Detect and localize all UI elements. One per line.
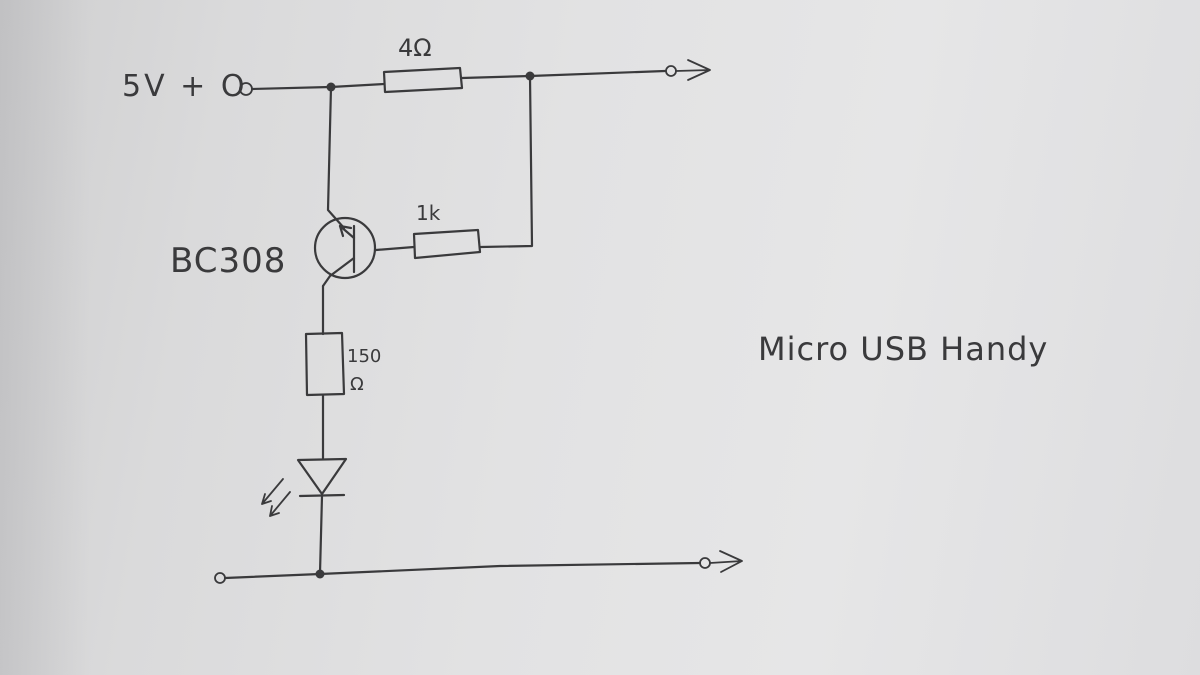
wire-supply — [250, 85, 332, 91]
transistor-emitter-arrow — [338, 224, 353, 238]
output-bottom-terminal — [699, 557, 711, 569]
resistor-top-label: 4Ω — [398, 34, 432, 62]
paper-shadow — [0, 0, 90, 675]
output-top-terminal — [665, 65, 677, 77]
wire-led-bottom — [318, 494, 324, 575]
device-label: Micro USB Handy — [758, 330, 1048, 368]
wire-right-vertical — [479, 74, 534, 249]
output-bottom-arrow — [709, 550, 743, 573]
led-light-arrow-1 — [261, 478, 284, 505]
wire-base — [374, 245, 416, 252]
output-top-arrow — [675, 59, 711, 81]
resistor-led — [304, 331, 346, 397]
led-light-arrow-2 — [269, 491, 291, 517]
wire-emitter — [326, 85, 346, 230]
transistor-collector-lead — [321, 256, 356, 288]
led-triangle — [296, 457, 348, 496]
transistor-emitter-lead — [338, 224, 356, 240]
wire-top-output — [460, 69, 667, 80]
resistor-led-unit: Ω — [350, 374, 364, 395]
transistor-label: BC308 — [170, 241, 286, 281]
resistor-base-label: 1k — [416, 201, 441, 225]
ground-terminal — [214, 572, 226, 584]
supply-label: 5V + O — [122, 69, 247, 104]
resistor-top — [382, 66, 464, 94]
wire-bottom — [223, 561, 702, 580]
transistor-body — [313, 216, 377, 280]
resistor-led-value: 150 — [347, 346, 381, 367]
wire-to-r-top — [329, 82, 386, 89]
resistor-base — [412, 228, 482, 260]
